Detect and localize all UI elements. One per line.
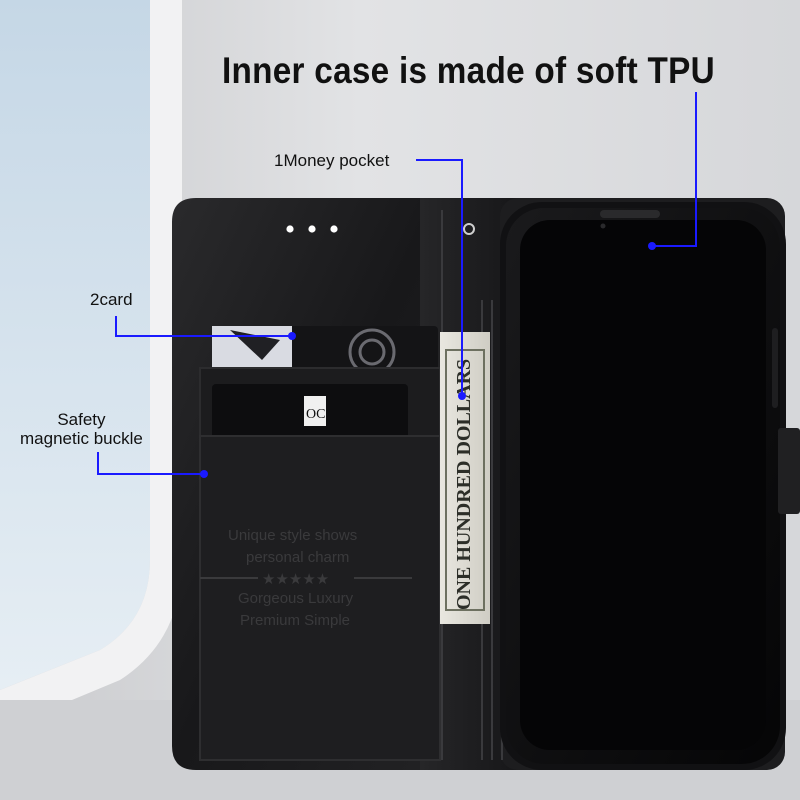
banknote: ONE HUNDRED DOLLARS <box>440 332 490 624</box>
callout-line-money <box>416 159 463 396</box>
magnetic-tab <box>778 428 800 514</box>
callout-label-card: 2card <box>90 290 133 309</box>
headline-title: Inner case is made of soft TPU <box>222 50 715 91</box>
lanyard-ring <box>463 223 475 235</box>
banknote-text: ONE HUNDRED DOLLARS <box>453 359 475 610</box>
callout-label-safety-line-2: magnetic buckle <box>20 429 143 448</box>
callout-line-card <box>115 316 292 337</box>
embossed-slogan: Unique style shows personal charm ★★★★★ … <box>200 527 412 629</box>
callout-label-safety-buckle: Safety magnetic buckle <box>20 410 143 448</box>
callout-dots <box>200 242 656 478</box>
callout-lines <box>97 92 697 475</box>
emboss-line-4: Premium Simple <box>240 612 350 629</box>
callout-label-money-pocket: 1Money pocket <box>274 151 390 170</box>
card-slot-2-pocket <box>199 435 441 761</box>
callout-line-safety <box>97 452 204 475</box>
emboss-line-3: Gorgeous Luxury <box>238 590 354 607</box>
svg-text:OC: OC <box>306 407 325 422</box>
emboss-line-2: personal charm <box>246 549 349 566</box>
callout-line-tpu <box>652 92 697 247</box>
emboss-line-1: Unique style shows <box>228 527 357 544</box>
phone <box>500 202 786 770</box>
card-slot-2: OC <box>212 384 408 440</box>
window-opening <box>0 0 150 690</box>
callout-label-safety-line-1: Safety <box>57 410 106 429</box>
card-slot-1 <box>212 326 438 376</box>
stitch-dots <box>286 225 338 233</box>
emboss-stars: ★★★★★ <box>262 571 329 588</box>
window-frame <box>0 0 182 730</box>
